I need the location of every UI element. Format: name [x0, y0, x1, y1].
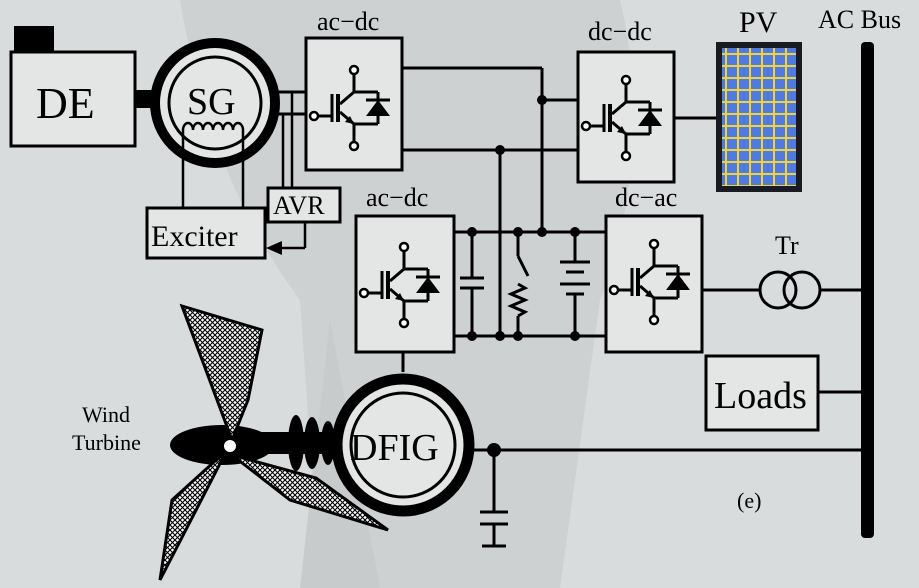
panel-tag: (e) [737, 488, 761, 513]
dcac-converter [606, 216, 702, 352]
acdc-bottom-label: ac−dc [366, 183, 428, 212]
transformer-icon [760, 272, 820, 308]
loads-label: Loads [714, 375, 807, 417]
de-label: DE [36, 79, 95, 128]
pv-panel-cells [722, 48, 796, 186]
pv-label: PV [739, 6, 778, 39]
dcac-label: dc−ac [615, 183, 677, 212]
dcdc-converter [578, 52, 674, 182]
sg-label: SG [187, 81, 236, 123]
acdc-bottom-converter [356, 216, 454, 352]
avr-label: AVR [273, 191, 325, 220]
dfig-label: DFIG [350, 427, 439, 469]
wind-turbine-label-line1: Wind [82, 402, 130, 427]
ac-bus-label: AC Bus [818, 5, 901, 34]
ac-bus-bar [861, 42, 874, 538]
acdc-top-label: ac−dc [317, 7, 379, 36]
de-engine-cap [14, 26, 54, 54]
wind-turbine-label-line2: Turbine [72, 430, 141, 455]
dcdc-label: dc−dc [588, 17, 652, 46]
transformer-label: Tr [775, 231, 799, 260]
exciter-label: Exciter [151, 220, 238, 253]
